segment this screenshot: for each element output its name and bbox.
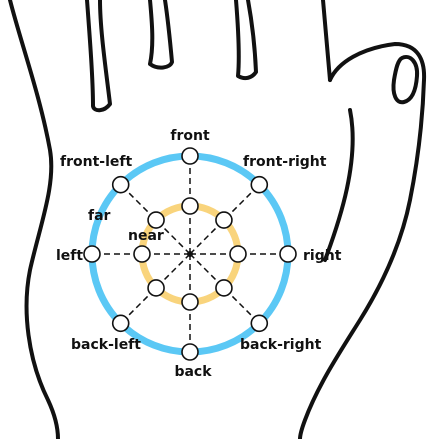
- node-near-front-left[interactable]: [147, 211, 165, 229]
- node-near-front[interactable]: [181, 197, 199, 215]
- finger-gap-4: [321, 0, 332, 82]
- node-far-back-left[interactable]: [111, 314, 130, 333]
- node-far-right[interactable]: [279, 245, 297, 263]
- node-near-right[interactable]: [229, 245, 247, 263]
- label-front-right: front-right: [243, 154, 327, 170]
- node-far-back-right[interactable]: [250, 314, 269, 333]
- spoke-back-left: [120, 253, 191, 324]
- label-near-ring: near: [128, 228, 164, 244]
- label-right: right: [303, 248, 342, 264]
- node-near-back-left[interactable]: [147, 279, 165, 297]
- finger-gap-3: [234, 0, 258, 81]
- center-point: [187, 251, 193, 257]
- hand-outline: [8, 0, 427, 439]
- spoke-back-right: [189, 253, 260, 324]
- direction-nodes: [83, 147, 297, 361]
- thumbnail: [391, 55, 420, 105]
- node-far-front[interactable]: [181, 147, 199, 165]
- spoke-front-left: [120, 184, 191, 255]
- thumb-crease: [323, 108, 355, 262]
- label-left: left: [56, 248, 83, 264]
- hand-left-edge: [8, 0, 60, 439]
- node-near-back[interactable]: [181, 293, 199, 311]
- label-back: back: [174, 364, 212, 380]
- node-far-front-right[interactable]: [250, 175, 269, 194]
- thumb-outline: [298, 42, 427, 439]
- label-front: front: [170, 128, 210, 144]
- node-near-back-right[interactable]: [215, 279, 233, 297]
- finger-gap-2: [148, 0, 174, 70]
- label-front-left: front-left: [60, 154, 132, 170]
- node-far-back[interactable]: [181, 343, 199, 361]
- node-near-front-right[interactable]: [215, 211, 233, 229]
- spoke-front-right: [189, 184, 260, 255]
- label-far-ring: far: [88, 208, 111, 224]
- node-far-front-left[interactable]: [111, 175, 130, 194]
- direction-spokes: [92, 156, 288, 352]
- node-near-left[interactable]: [133, 245, 151, 263]
- finger-gap-1: [85, 0, 112, 113]
- label-back-left: back-left: [71, 337, 141, 353]
- label-back-right: back-right: [240, 337, 322, 353]
- node-far-left[interactable]: [83, 245, 101, 263]
